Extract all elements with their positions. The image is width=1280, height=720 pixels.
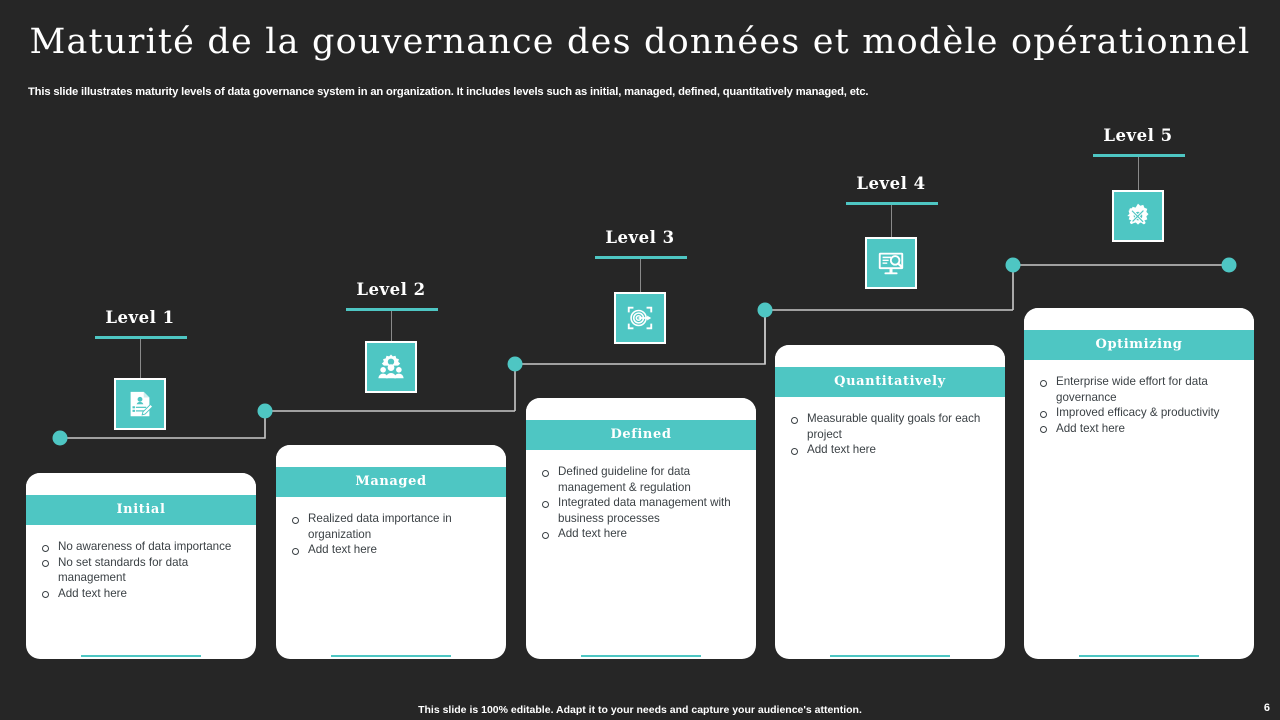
- card-optimizing[interactable]: Optimizing Enterprise wide effort for da…: [1024, 308, 1254, 659]
- card-top-pad: [26, 473, 256, 495]
- footer-note: This slide is 100% editable. Adapt it to…: [418, 704, 862, 716]
- card-defined[interactable]: Defined Defined guideline for data manag…: [526, 398, 756, 659]
- card-accent-line: [1079, 655, 1199, 657]
- card-top-pad: [276, 445, 506, 467]
- document-pen-icon[interactable]: [114, 378, 166, 430]
- card-title-3: Defined: [526, 420, 756, 450]
- card-title-5: Optimizing: [1024, 330, 1254, 360]
- card-accent-line: [581, 655, 701, 657]
- list-item: Integrated data management with business…: [536, 495, 746, 526]
- card-top-pad: [526, 398, 756, 420]
- connector-node: [1221, 257, 1237, 273]
- card-title-2: Managed: [276, 467, 506, 497]
- monitor-magnifier-icon[interactable]: [865, 237, 917, 289]
- list-item: Add text here: [286, 542, 496, 558]
- card-title-1: Initial: [26, 495, 256, 525]
- level-label-5: Level 5: [1103, 126, 1173, 145]
- level-rule-5: [1093, 154, 1185, 157]
- level-rule-1: [95, 336, 187, 339]
- list-item: Add text here: [36, 586, 246, 602]
- gear-tools-icon[interactable]: [1112, 190, 1164, 242]
- card-managed[interactable]: Managed Realized data importance in orga…: [276, 445, 506, 659]
- bullet-list-1: No awareness of data importance No set s…: [36, 539, 246, 601]
- card-body-2: Realized data importance in organization…: [276, 497, 506, 647]
- connector-node: [757, 302, 773, 318]
- page-number: 6: [1263, 702, 1270, 714]
- connector-node: [507, 356, 523, 372]
- level-stem-5: [1138, 157, 1139, 190]
- level-stem-1: [140, 339, 141, 378]
- level-stem-4: [891, 205, 892, 237]
- list-item: Realized data importance in organization: [286, 511, 496, 542]
- card-body-1: No awareness of data importance No set s…: [26, 525, 256, 647]
- list-item: No awareness of data importance: [36, 539, 246, 555]
- list-item: Add text here: [536, 526, 746, 542]
- bullet-list-5: Enterprise wide effort for data governan…: [1034, 374, 1244, 436]
- connector-node: [1005, 257, 1021, 273]
- level-stem-2: [391, 311, 392, 341]
- slide-subtitle: This slide illustrates maturity levels o…: [28, 86, 869, 98]
- bullet-list-2: Realized data importance in organization…: [286, 511, 496, 558]
- list-item: Measurable quality goals for each projec…: [785, 411, 995, 442]
- card-top-pad: [775, 345, 1005, 367]
- bullet-list-3: Defined guideline for data management & …: [536, 464, 746, 542]
- connector-node: [52, 430, 68, 446]
- card-body-4: Measurable quality goals for each projec…: [775, 397, 1005, 647]
- card-foot-4: [775, 647, 1005, 659]
- card-top-pad: [1024, 308, 1254, 330]
- level-rule-4: [846, 202, 938, 205]
- card-foot-1: [26, 647, 256, 659]
- level-label-4: Level 4: [856, 174, 926, 193]
- list-item: No set standards for data management: [36, 555, 246, 586]
- card-accent-line: [331, 655, 451, 657]
- list-item: Defined guideline for data management & …: [536, 464, 746, 495]
- list-item: Improved efficacy & productivity: [1034, 405, 1244, 421]
- connector-node: [257, 403, 273, 419]
- card-quantitatively[interactable]: Quantitatively Measurable quality goals …: [775, 345, 1005, 659]
- list-item: Add text here: [1034, 421, 1244, 437]
- card-body-5: Enterprise wide effort for data governan…: [1024, 360, 1254, 647]
- card-title-4: Quantitatively: [775, 367, 1005, 397]
- level-label-2: Level 2: [356, 280, 426, 299]
- people-gear-icon[interactable]: [365, 341, 417, 393]
- level-stem-3: [640, 259, 641, 292]
- page-title: Maturité de la gouvernance des données e…: [29, 22, 1251, 62]
- level-rule-2: [346, 308, 438, 311]
- card-foot-2: [276, 647, 506, 659]
- card-foot-5: [1024, 647, 1254, 659]
- card-foot-3: [526, 647, 756, 659]
- level-label-3: Level 3: [605, 228, 675, 247]
- level-rule-3: [595, 256, 687, 259]
- level-label-1: Level 1: [105, 308, 175, 327]
- card-accent-line: [81, 655, 201, 657]
- target-arrow-focus-icon[interactable]: [614, 292, 666, 344]
- list-item: Add text here: [785, 442, 995, 458]
- card-body-3: Defined guideline for data management & …: [526, 450, 756, 647]
- bullet-list-4: Measurable quality goals for each projec…: [785, 411, 995, 458]
- list-item: Enterprise wide effort for data governan…: [1034, 374, 1244, 405]
- card-accent-line: [830, 655, 950, 657]
- card-initial[interactable]: Initial No awareness of data importance …: [26, 473, 256, 659]
